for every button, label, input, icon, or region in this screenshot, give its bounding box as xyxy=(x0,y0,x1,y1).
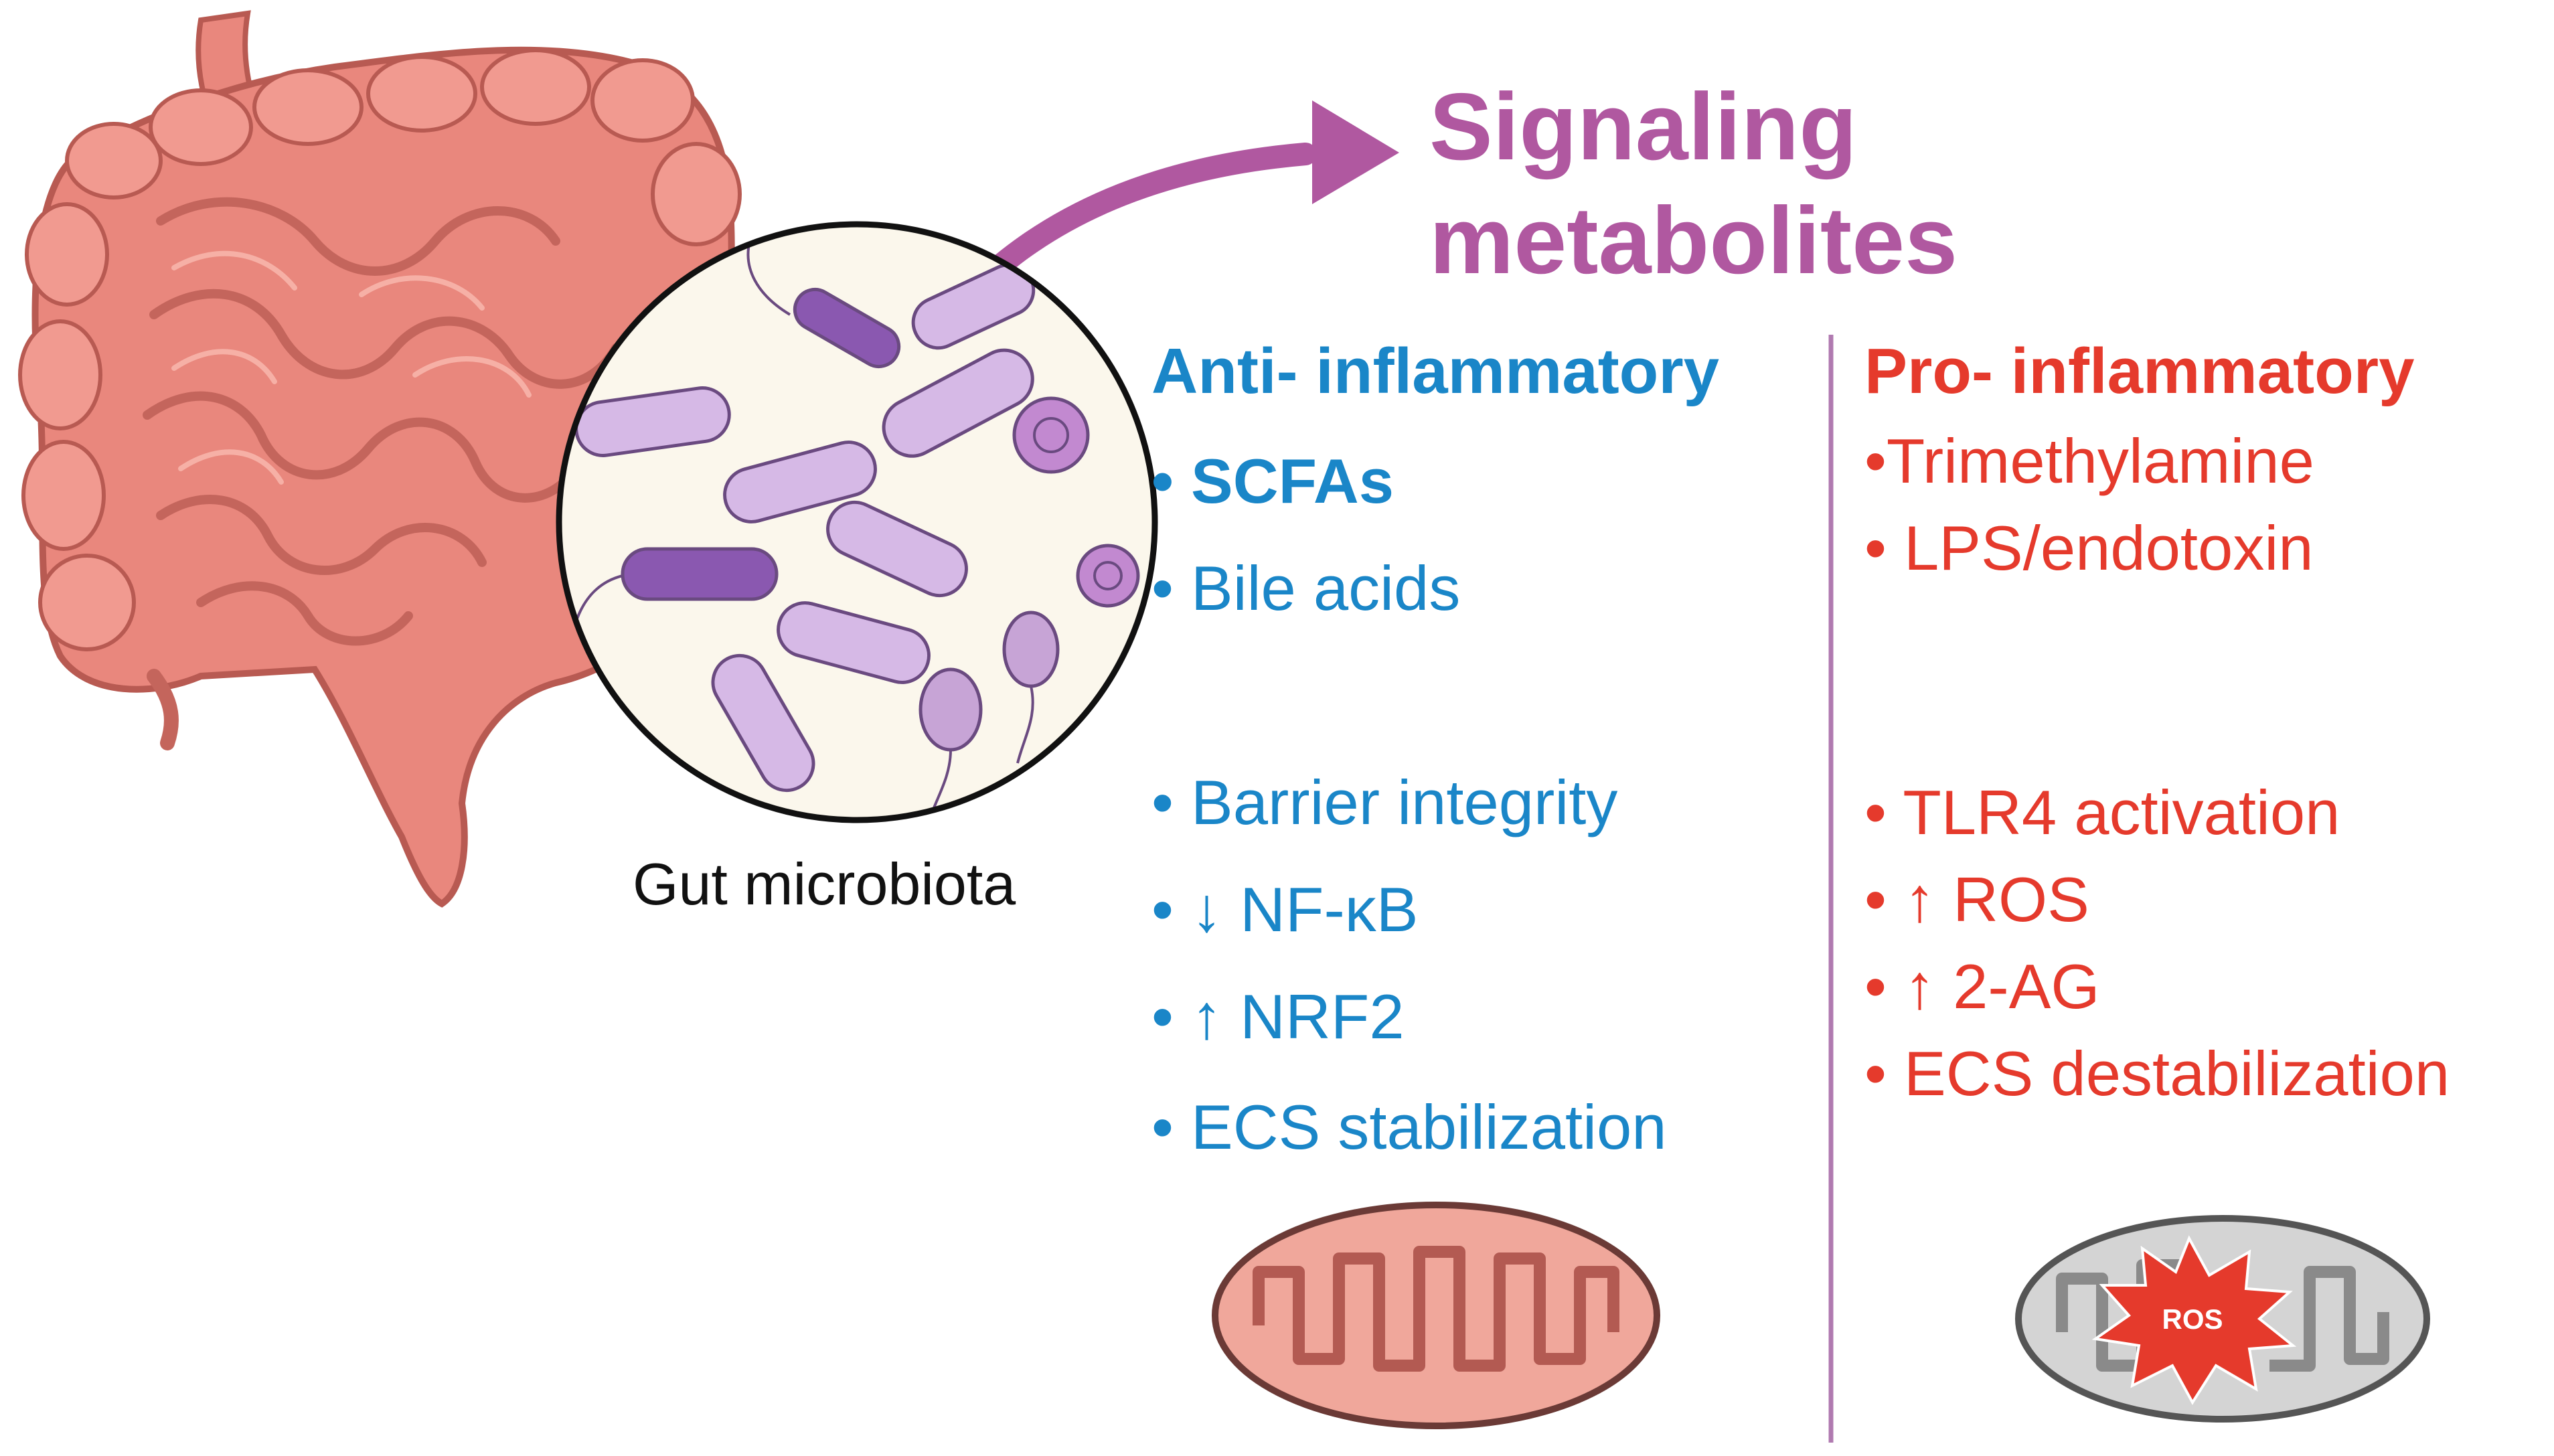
title-line-1: Signaling xyxy=(1429,74,1857,180)
pro-item-tlr4: • TLR4 activation xyxy=(1864,777,2340,847)
pro-item-ecs-destabilization: • ECS destabilization xyxy=(1864,1038,2450,1109)
pro-item-2ag: • ↑ 2-AG xyxy=(1864,951,2100,1022)
intestine-illustration xyxy=(18,10,742,908)
pro-item-ros: • ↑ ROS xyxy=(1864,864,2089,935)
ros-burst-label: ROS xyxy=(2162,1303,2223,1335)
ros-burst xyxy=(2091,1235,2297,1405)
anti-item-barrier-integrity: • Barrier integrity xyxy=(1151,767,1618,837)
pro-inflammatory-heading: Pro- inflammatory xyxy=(1864,335,2415,407)
anti-item-bile-acids: • Bile acids xyxy=(1151,553,1461,623)
title-line-2: metabolites xyxy=(1429,187,1958,294)
anti-item-nrf2: • ↑ NRF2 xyxy=(1151,981,1405,1052)
pro-item-lps: • LPS/endotoxin xyxy=(1864,513,2314,583)
microbiota-caption: Gut microbiota xyxy=(633,851,1016,917)
pro-item-trimethylamine: •Trimethylamine xyxy=(1864,426,2314,496)
anti-inflammatory-heading: Anti- inflammatory xyxy=(1151,335,1720,407)
anti-item-ecs-stabilization: • ECS stabilization xyxy=(1151,1092,1667,1162)
microbiota-magnifier xyxy=(556,221,1158,823)
anti-item-nfkb: • ↓ NF-κB xyxy=(1151,874,1419,945)
damaged-mitochondrion xyxy=(2015,1215,2430,1423)
anti-item-scfas: • SCFAs xyxy=(1151,446,1394,516)
healthy-mitochondrion xyxy=(1212,1202,1660,1429)
